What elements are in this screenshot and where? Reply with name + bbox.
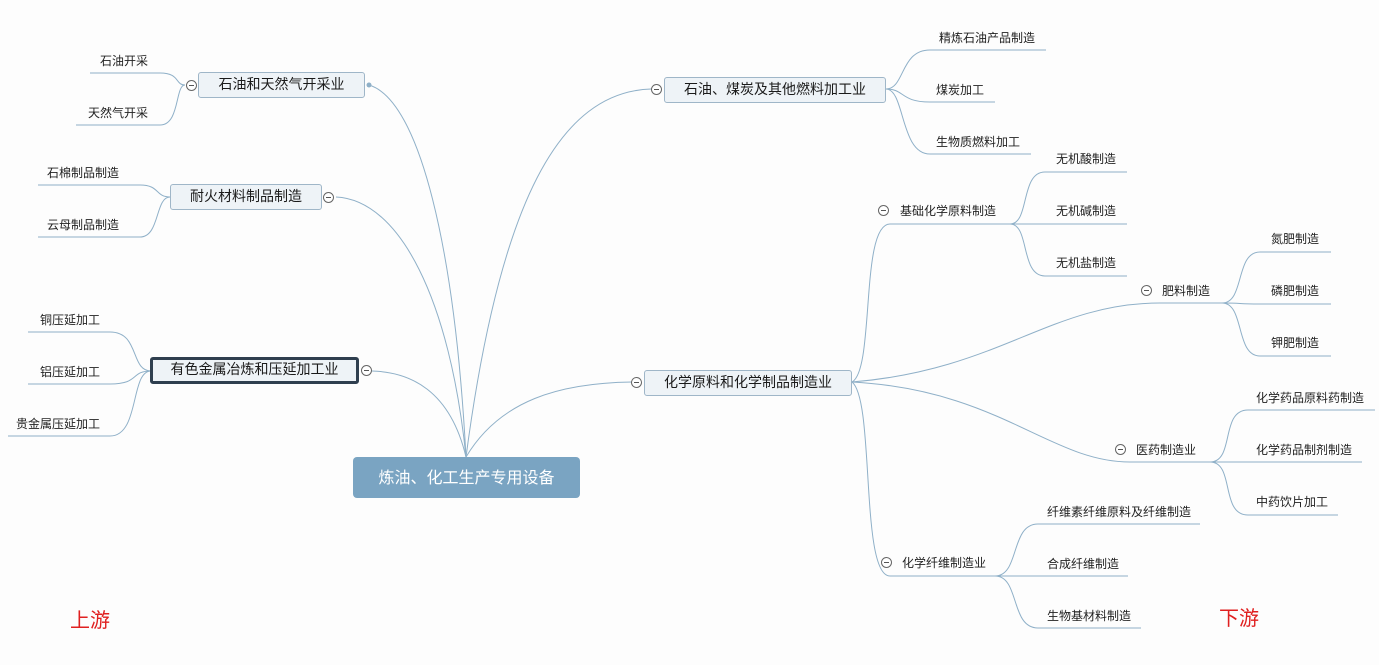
leaf-inorganic-acid[interactable]: 无机酸制造: [1056, 152, 1117, 166]
collapse-icon[interactable]: [631, 377, 642, 388]
upstream-label: 上游: [70, 608, 110, 632]
leaf-copper-rolling[interactable]: 铜压延加工: [40, 313, 101, 327]
sub-basic-chemicals[interactable]: 基础化学原料制造: [900, 204, 997, 218]
leaf-inorganic-alkali[interactable]: 无机碱制造: [1056, 204, 1117, 218]
root-node[interactable]: 炼油、化工生产专用设备: [353, 457, 580, 498]
node-chemical-materials[interactable]: 化学原料和化学制品制造业: [644, 370, 852, 396]
leaf-api-manufacturing[interactable]: 化学药品原料药制造: [1256, 391, 1365, 405]
node-refractory-products[interactable]: 耐火材料制品制造: [170, 184, 322, 210]
node-oil-gas-extraction[interactable]: 石油和天然气开采业: [198, 72, 365, 98]
leaf-tcm-pieces[interactable]: 中药饮片加工: [1256, 495, 1329, 509]
leaf-drug-preparation[interactable]: 化学药品制剂制造: [1256, 443, 1353, 457]
leaf-synthetic-fiber[interactable]: 合成纤维制造: [1047, 557, 1120, 571]
node-petroleum-coal-fuel[interactable]: 石油、煤炭及其他燃料加工业: [664, 77, 886, 103]
leaf-potash-fertilizer[interactable]: 钾肥制造: [1271, 336, 1320, 350]
collapse-icon[interactable]: [323, 192, 334, 203]
leaf-asbestos-products[interactable]: 石棉制品制造: [47, 166, 120, 180]
leaf-mica-products[interactable]: 云母制品制造: [47, 218, 120, 232]
leaf-coal-processing[interactable]: 煤炭加工: [936, 83, 985, 97]
node-nonferrous-metals[interactable]: 有色金属冶炼和压延加工业: [150, 357, 359, 384]
sub-chemical-fiber[interactable]: 化学纤维制造业: [902, 556, 987, 570]
leaf-aluminum-rolling[interactable]: 铝压延加工: [40, 365, 101, 379]
collapse-icon[interactable]: [881, 557, 892, 568]
leaf-precious-metal-rolling[interactable]: 贵金属压延加工: [16, 417, 101, 431]
collapse-icon[interactable]: [1141, 285, 1152, 296]
leaf-nitrogen-fertilizer[interactable]: 氮肥制造: [1271, 232, 1320, 246]
leaf-cellulose-fiber[interactable]: 纤维素纤维原料及纤维制造: [1047, 505, 1192, 519]
collapse-icon[interactable]: [186, 80, 197, 91]
collapse-icon[interactable]: [878, 205, 889, 216]
sub-fertilizer[interactable]: 肥料制造: [1162, 284, 1211, 298]
leaf-biomass-fuel[interactable]: 生物质燃料加工: [936, 135, 1021, 149]
leaf-biobased-material[interactable]: 生物基材料制造: [1047, 609, 1132, 623]
leaf-oil-extraction[interactable]: 石油开采: [100, 54, 149, 68]
leaf-phosphate-fertilizer[interactable]: 磷肥制造: [1271, 284, 1320, 298]
leaf-inorganic-salt[interactable]: 无机盐制造: [1056, 256, 1117, 270]
collapse-icon[interactable]: [651, 84, 662, 95]
leaf-gas-extraction[interactable]: 天然气开采: [88, 106, 149, 120]
collapse-icon[interactable]: [1115, 444, 1126, 455]
sub-pharmaceutical[interactable]: 医药制造业: [1136, 443, 1197, 457]
leaf-refined-petroleum[interactable]: 精炼石油产品制造: [939, 31, 1036, 45]
downstream-label: 下游: [1219, 606, 1259, 630]
collapse-icon[interactable]: [361, 365, 372, 376]
